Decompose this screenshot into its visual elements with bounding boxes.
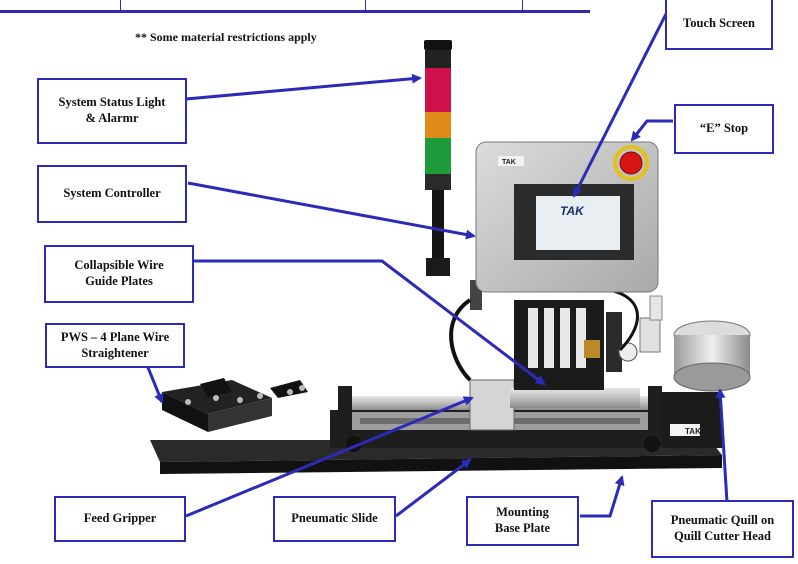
- wire-guide-label: Collapsible Wire Guide Plates: [44, 245, 194, 303]
- panel-brand-text: TAK: [502, 159, 516, 166]
- top-bar-tick: [365, 0, 366, 10]
- arrow-system-controller: [187, 181, 476, 240]
- arrow-quill: [715, 388, 729, 503]
- arrow-wire-guide: [194, 259, 546, 386]
- cutter-brand-text: TAK: [685, 427, 701, 436]
- pneumatic-slide-label: Pneumatic Slide: [273, 496, 396, 542]
- touch-screen-label: Touch Screen: [665, 0, 773, 50]
- feed-gripper-label: Feed Gripper: [54, 496, 186, 542]
- wire-straightener-label: PWS – 4 Plane Wire Straightener: [45, 323, 185, 368]
- arrow-pneumatic-slide: [395, 458, 472, 518]
- status-light-label: System Status Light & Alarmr: [37, 78, 187, 144]
- mounting-plate-label: Mounting Base Plate: [466, 496, 579, 546]
- top-bar-tick: [522, 0, 523, 10]
- top-bar-tick: [120, 0, 121, 10]
- arrow-wire-straightener: [145, 364, 164, 404]
- system-controller-cabinet-graphic: [475, 141, 659, 293]
- arrow-touch-screen: [572, 11, 669, 198]
- system-controller-label: System Controller: [37, 165, 187, 223]
- status-light-tower-graphic: [424, 40, 452, 276]
- valve-manifold-graphic: [514, 300, 604, 390]
- e-stop-label: “E” Stop: [674, 104, 774, 154]
- screen-brand-text: TAK: [560, 204, 585, 218]
- arrow-e-stop: [630, 119, 673, 142]
- quill-cutter-head-graphic: [662, 320, 751, 448]
- material-restrictions-note: ** Some material restrictions apply: [135, 30, 317, 44]
- air-regulator-graphic: [606, 295, 663, 372]
- arrow-feed-gripper: [185, 396, 474, 518]
- top-border-bar: [0, 0, 590, 13]
- quill-label: Pneumatic Quill on Quill Cutter Head: [651, 500, 794, 558]
- arrow-mounting-plate: [580, 475, 625, 518]
- wire-straightener-graphic: [162, 378, 308, 432]
- arrow-status-light: [185, 73, 422, 101]
